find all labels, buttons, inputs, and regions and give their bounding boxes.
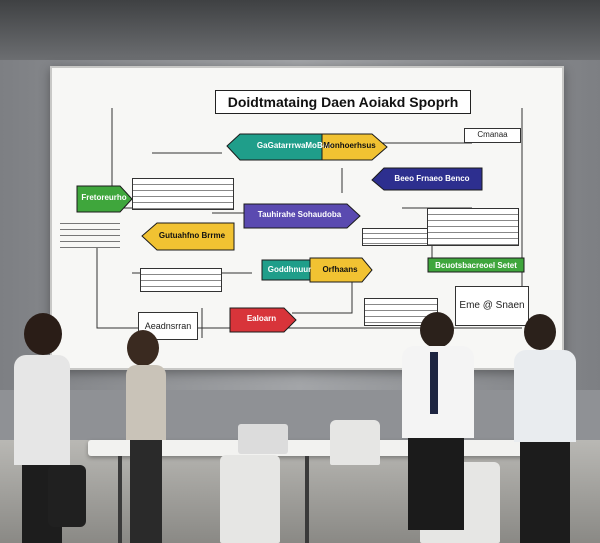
ceiling [0, 0, 600, 60]
person [402, 346, 474, 438]
person-head [127, 330, 159, 366]
purple-arrow [243, 203, 361, 229]
navy-arrow-label: Beeo Frnaeo Benco [394, 174, 470, 183]
necktie [430, 352, 438, 414]
yellow-arrow-mid-label: Orfhaans [322, 265, 358, 274]
whiteboard-flowchart: Doidtmataing Daen Aoiakd Spoprh GaGatarr… [50, 66, 564, 370]
chair [330, 420, 380, 465]
person [14, 355, 70, 465]
yellow-arrow-top-label: Monhoerhsus [323, 141, 376, 150]
yellow-arrow-left [141, 222, 235, 251]
green-box-right-label: Bcuotsbacreoel Setet [435, 261, 517, 270]
person [514, 350, 576, 442]
green-arrow-left [76, 185, 133, 213]
teal-arrow-label: GaGatarrrwaMoBeh [256, 141, 333, 150]
person-legs [408, 438, 464, 530]
teal-arrow-mid-label: Goddhnuur [267, 265, 312, 274]
person-head [24, 313, 62, 355]
person-legs [130, 440, 162, 543]
floor [0, 440, 600, 543]
yellow-arrow-mid [309, 257, 373, 283]
red-arrow-label: Ealoarn [246, 314, 277, 323]
handbag [48, 465, 86, 527]
person-head [420, 312, 454, 348]
navy-arrow [371, 167, 483, 191]
printer [238, 424, 288, 454]
purple-arrow-label: Tauhirahe Sohaudoba [257, 210, 342, 219]
table-leg [118, 456, 122, 543]
box-right-bottom: Eme @ Snaen [455, 286, 529, 326]
red-arrow [229, 307, 297, 333]
person [126, 365, 166, 440]
person-head [524, 314, 556, 350]
text-block [362, 228, 429, 246]
text-block [60, 218, 120, 248]
flowchart-title: Doidtmataing Daen Aoiakd Spoprh [215, 90, 471, 114]
person-legs [520, 442, 570, 543]
box-right-top: Cmanaa [464, 128, 521, 143]
yellow-arrow-top [321, 133, 388, 161]
text-block [427, 208, 519, 246]
text-block [132, 178, 234, 210]
table-leg [305, 456, 309, 543]
chair [220, 455, 280, 543]
green-box-right [427, 257, 525, 273]
green-arrow-left-label: Fretoreurho [81, 193, 127, 202]
yellow-arrow-left-label: Gutuahfno Brrme [158, 231, 226, 240]
text-block [140, 268, 222, 292]
